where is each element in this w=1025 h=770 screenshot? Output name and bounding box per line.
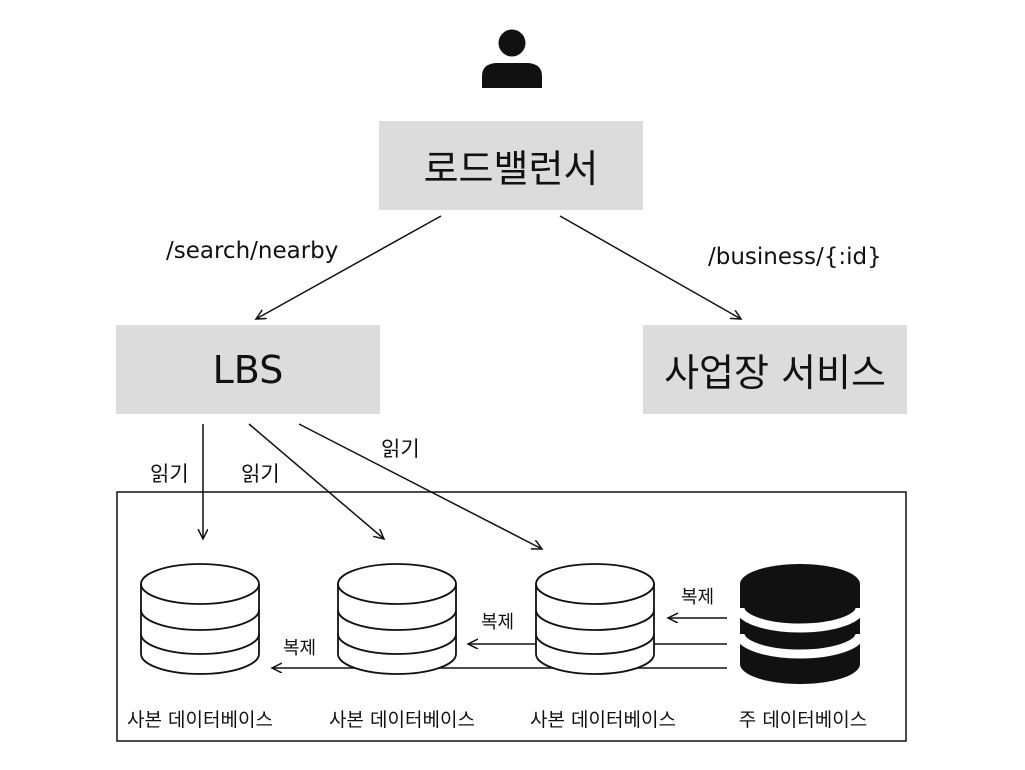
primary-database-icon (735, 564, 865, 684)
replica-database-label: 사본 데이터베이스 (329, 709, 475, 731)
edge-label-replicate-3: 복제 (681, 587, 715, 608)
edge-lbs-read-3 (298, 423, 542, 549)
replica-database-label: 사본 데이터베이스 (127, 709, 273, 731)
edge-label-replicate-1: 복제 (283, 638, 317, 659)
lbs-node: LBS (116, 325, 380, 414)
load-balancer-label: 로드밸런서 (423, 147, 599, 191)
database-icon (337, 563, 457, 675)
business-service-label: 사업장 서비스 (664, 351, 886, 395)
edge-lbs-read-2 (248, 423, 384, 539)
edge-label-business-id: /business/{:id} (708, 244, 882, 270)
database-icon (535, 563, 655, 675)
edge-lb-to-business (559, 215, 741, 319)
edge-label-search-nearby: /search/nearby (166, 238, 339, 264)
replica-database-label: 사본 데이터베이스 (530, 709, 676, 731)
edge-label-replicate-2: 복제 (481, 612, 515, 633)
user-icon (482, 29, 542, 88)
load-balancer-node: 로드밸런서 (379, 121, 643, 210)
edge-label-read-3: 읽기 (381, 437, 420, 461)
business-service-node: 사업장 서비스 (643, 325, 907, 414)
database-icon (140, 563, 260, 675)
edge-lb-to-lbs (256, 215, 442, 319)
database-cluster-frame (116, 491, 907, 742)
primary-database-label: 주 데이터베이스 (738, 709, 868, 731)
edge-label-read-1: 읽기 (150, 462, 189, 486)
lbs-label: LBS (212, 347, 284, 392)
edge-label-read-2: 읽기 (241, 462, 280, 486)
